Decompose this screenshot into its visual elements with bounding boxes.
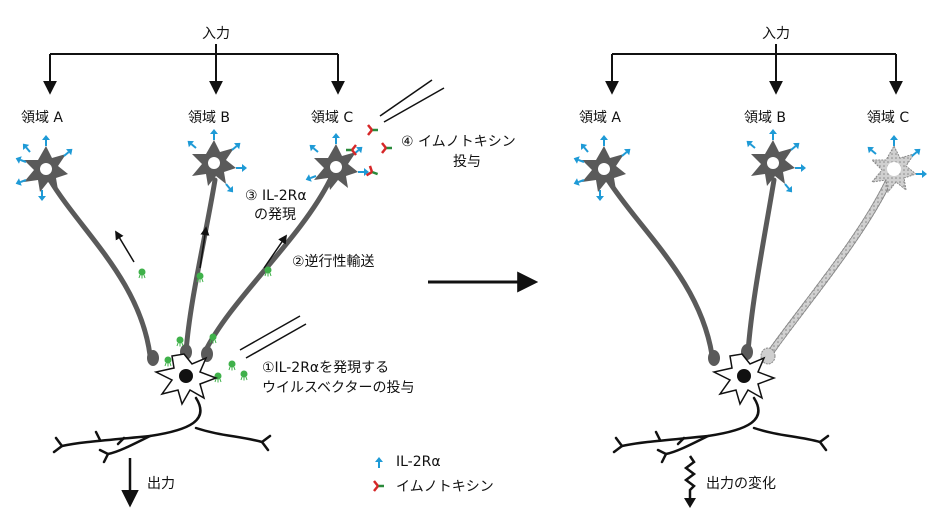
region-a-label-right: 領域 A [579,109,621,126]
legend-il2r-icon [374,456,384,469]
right-panel: 入力 領域 A 領域 B 領域 C [571,26,928,508]
neuron-region-a-left [13,134,76,202]
output-change-arrow [683,455,697,500]
legend: IL-2Rα イムノトキシン [372,454,494,495]
legend-il2r-label: IL-2Rα [396,454,441,470]
output-axon-right [612,396,830,464]
step1-line1: ①IL-2Rαを発現する [262,360,389,376]
neuron-region-c-left [303,132,370,190]
source-neuron-left [153,353,219,406]
output-label-left: 出力 [147,476,175,492]
virus-pipette [239,315,307,359]
input-bracket-left [43,44,345,95]
axon-terminals-left [147,344,213,366]
region-a-label-left: 領域 A [21,109,63,126]
input-label-left: 入力 [202,26,230,42]
neuron-region-c-ablated [864,134,928,194]
axons-right [605,177,892,360]
output-label-right: 出力の変化 [706,475,776,492]
region-b-label-left: 領域 B [188,109,230,126]
input-bracket-right [605,44,903,95]
step4-line2: 投与 [453,154,481,170]
source-neuron-right [711,353,777,406]
region-c-label-left: 領域 C [311,109,353,126]
input-label-right: 入力 [762,26,790,42]
legend-immunotoxin-label: イムノトキシン [396,479,494,495]
output-axon-left [52,396,272,464]
neuron-region-b-left [184,128,248,196]
region-b-label-right: 領域 B [744,109,786,126]
axon-terminals-right [708,344,776,366]
immunotoxin-pipette [379,79,445,123]
step4-line1: ④ イムノトキシン [401,134,516,150]
step2-label: ②逆行性輸送 [292,254,375,270]
legend-immunotoxin-icon [372,479,386,493]
region-c-label-right: 領域 C [867,109,909,126]
retrograde-arrows [115,226,288,269]
step3-line1: ③ IL-2Rα [245,188,307,204]
neuron-region-b-right [743,128,807,196]
step3-line2: の発現 [254,207,296,223]
neuron-region-a-right [571,134,634,202]
step1-line2: ウイルスベクターの投与 [262,380,414,396]
left-panel: 入力 領域 A 領域 B 領域 C [13,26,516,508]
